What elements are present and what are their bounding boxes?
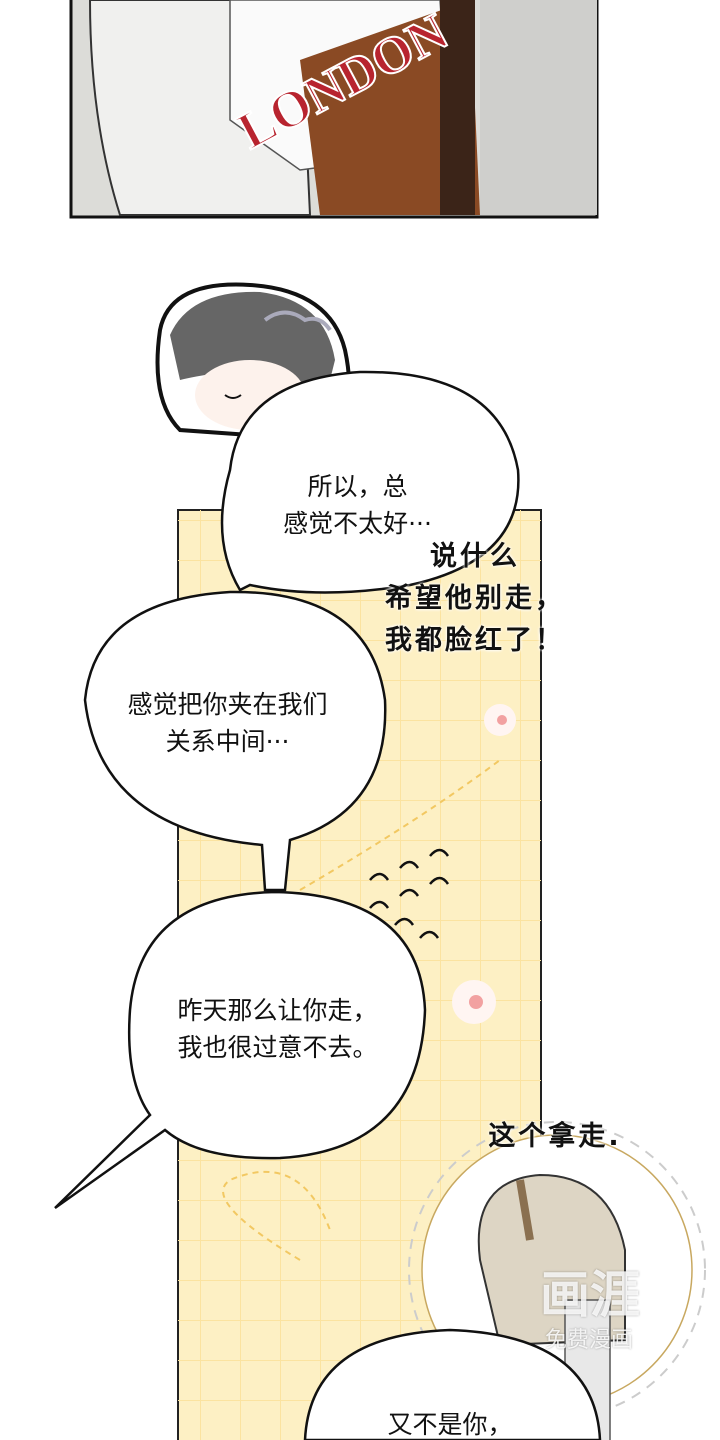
bubble-line: 感觉不太好··· <box>283 509 432 538</box>
aside-text: 说什么 希望他别走， 我都脸红了！ <box>370 536 580 662</box>
aside-line: 希望他别走， <box>385 583 565 614</box>
aside-line: 说什么 <box>430 541 520 572</box>
chibi-character <box>155 282 352 443</box>
speech-bubble-2: 感觉把你夹在我们 关系中间··· <box>95 686 360 760</box>
bubble-line: 我也很过意不去。 <box>177 1033 378 1062</box>
watermark-sub: 免费漫画 <box>545 1328 634 1353</box>
watermark-logo: 画涯 <box>540 1266 640 1324</box>
speech-bubble-4: 又不是你， <box>340 1406 560 1440</box>
bubble-line: 感觉把你夹在我们 <box>127 690 328 719</box>
bubble-line: 昨天那么让你走， <box>177 996 378 1025</box>
speech-bubble-3: 昨天那么让你走， 我也很过意不去。 <box>145 992 410 1066</box>
bubble-line: 又不是你， <box>387 1410 513 1439</box>
bubble-line: 关系中间··· <box>165 727 290 756</box>
caption-text: 这个拿走. <box>488 1121 622 1152</box>
speech-bubbles <box>54 370 602 1440</box>
bubble-line: 所以，总 <box>307 472 408 501</box>
speech-bubble-1: 所以，总 感觉不太好··· <box>250 468 465 542</box>
top-panel: LONDON <box>69 0 599 219</box>
aside-line: 我都脸红了！ <box>385 625 565 656</box>
